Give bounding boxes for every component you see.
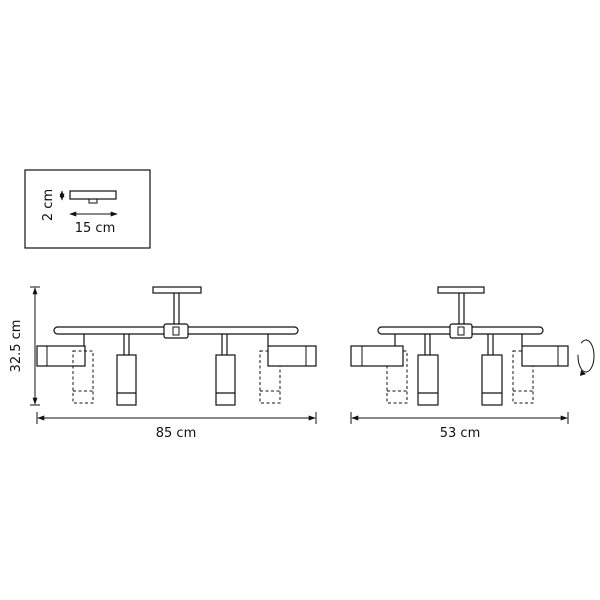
front-spot-left-outer	[36, 345, 86, 367]
mount-plate-inset: 2 cm 15 cm	[24, 169, 151, 249]
front-spot-inner-left	[116, 354, 137, 406]
mount-plate-nub	[88, 198, 98, 204]
side-width-label: 53 cm	[440, 426, 481, 441]
front-hub	[163, 323, 189, 339]
front-spot-right-outer	[267, 345, 317, 367]
side-spot-inner-right	[481, 354, 503, 406]
front-width-label: 85 cm	[156, 426, 197, 441]
mount-plate	[69, 190, 117, 200]
inset-frame	[24, 169, 151, 249]
front-view: 32.5 cm 85 cm	[9, 286, 317, 441]
plate-height-label: 2 cm	[41, 189, 56, 221]
side-spot-right-outer	[521, 345, 569, 367]
rotate-arrow-icon	[577, 339, 595, 376]
side-spot-left-outer	[350, 345, 404, 367]
side-spot-inner-left	[417, 354, 439, 406]
plate-width-label: 15 cm	[75, 221, 116, 236]
side-ceiling-plate	[437, 286, 485, 294]
front-spot-inner-right	[215, 354, 236, 406]
side-hub	[449, 323, 473, 339]
front-ceiling-plate	[152, 286, 202, 294]
front-height-label: 32.5 cm	[9, 320, 24, 373]
side-view: 53 cm	[350, 286, 595, 441]
